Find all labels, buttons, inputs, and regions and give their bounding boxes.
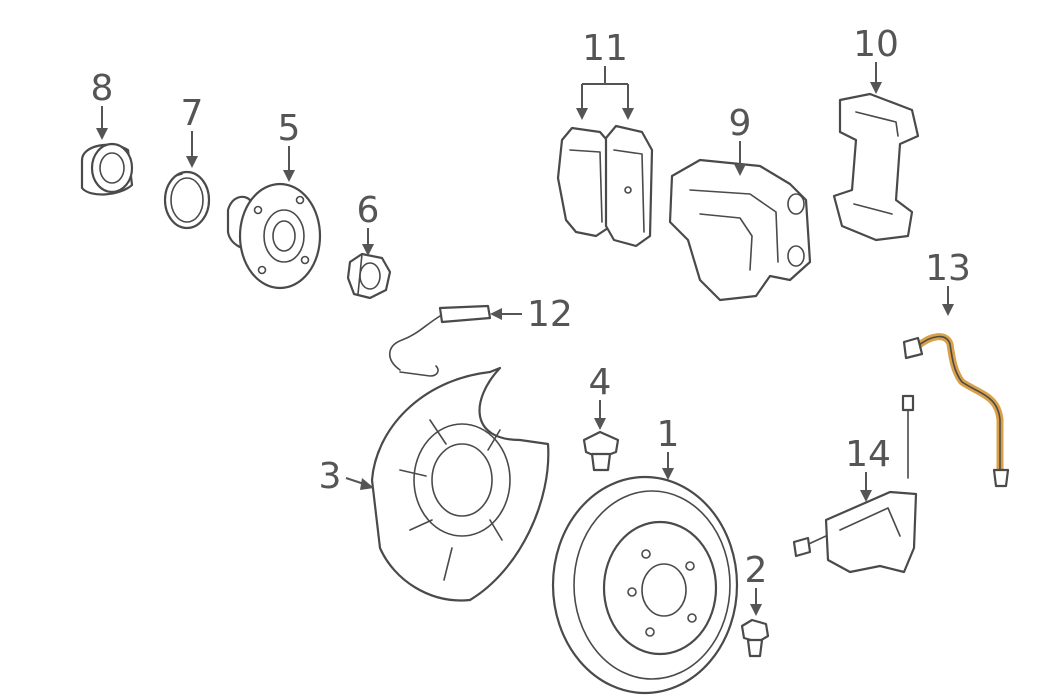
part-8-wheel-bearing [80,142,134,196]
part-4-bolt [582,430,620,472]
label-3: 3 [319,456,374,497]
part-number-5: 5 [278,108,301,149]
part-10-caliper-carrier [832,92,920,242]
label-5: 5 [278,108,301,182]
part-number-3: 3 [319,456,342,497]
label-1: 1 [657,414,680,480]
label-12: 12 [490,294,573,335]
label-9: 9 [729,103,752,176]
part-number-11: 11 [582,28,628,69]
part-11-brake-pads [556,124,654,248]
part-13-brake-hose [902,333,1010,488]
label-14: 14 [845,434,891,502]
part-3-dust-shield [370,366,550,602]
part-number-9: 9 [729,103,752,144]
label-13: 13 [925,248,971,316]
part-number-2: 2 [745,550,768,591]
label-11: 11 [576,28,634,120]
part-number-6: 6 [357,190,380,231]
part-number-13: 13 [925,248,971,289]
label-2: 2 [745,550,768,616]
part-1-brake-disc [551,475,739,695]
part-number-7: 7 [181,93,204,134]
part-12-wear-sensor [388,304,492,377]
part-number-8: 8 [91,68,114,109]
part-6-hub-nut [346,252,392,300]
label-6: 6 [357,190,380,256]
label-10: 10 [853,24,899,94]
label-7: 7 [181,93,204,168]
part-2-screw [740,618,770,658]
part-number-12: 12 [527,294,573,335]
part-5-wheel-hub [226,182,322,290]
part-number-4: 4 [589,362,612,403]
part-number-10: 10 [853,24,899,65]
label-8: 8 [91,68,114,140]
part-14-sensor-bracket [792,394,918,574]
hose-highlight [914,333,1004,474]
label-4: 4 [589,362,612,430]
part-9-brake-caliper [668,158,812,302]
part-number-1: 1 [657,414,680,455]
part-7-circlip [163,170,211,230]
part-number-14: 14 [845,434,891,475]
